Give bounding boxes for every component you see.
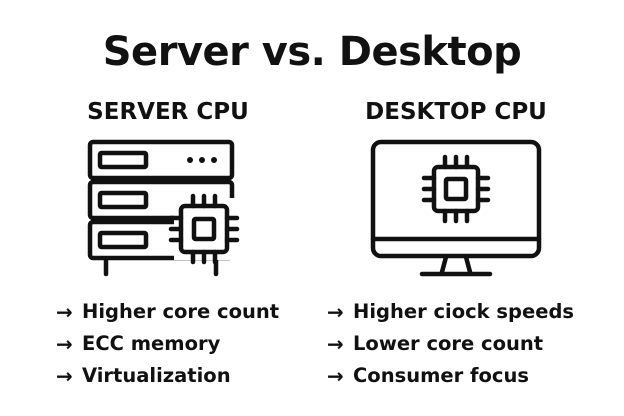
arrow-right-icon: →	[327, 300, 344, 324]
server-feature-label: Virtualization	[82, 364, 231, 387]
desktop-feature-label: Consumer focus	[353, 364, 529, 387]
server-feature-label: ECC memory	[82, 332, 221, 355]
arrow-right-icon: →	[327, 332, 344, 356]
list-item: → Consumer focus	[327, 360, 574, 392]
server-rack-icon	[87, 139, 240, 277]
server-cpu-heading: SERVER CPU	[87, 99, 249, 125]
desktop-features-list: → Higher ciock speeds → Lower core count…	[327, 296, 574, 392]
desktop-feature-label: Lower core count	[353, 332, 544, 355]
cpu-chip-icon	[168, 193, 240, 265]
status-dots-icon	[187, 157, 217, 163]
list-item: → Virtualization	[56, 360, 279, 392]
desktop-cpu-heading: DESKTOP CPU	[365, 99, 547, 125]
desktop-feature-label: Higher ciock speeds	[353, 300, 575, 323]
server-feature-label: Higher core count	[82, 300, 280, 323]
arrow-right-icon: →	[56, 332, 73, 356]
list-item: → Lower core count	[327, 328, 574, 360]
arrow-right-icon: →	[56, 300, 73, 324]
cpu-chip-icon	[421, 154, 491, 224]
list-item: → Higher ciock speeds	[327, 296, 574, 328]
arrow-right-icon: →	[327, 364, 344, 388]
list-item: → Higher core count	[56, 296, 279, 328]
server-unit-top	[87, 139, 235, 181]
arrow-right-icon: →	[56, 364, 73, 388]
server-features-list: → Higher core count → ECC memory → Virtu…	[56, 296, 279, 392]
desktop-monitor-icon	[370, 139, 542, 277]
list-item: → ECC memory	[56, 328, 279, 360]
page-title: Server vs. Desktop	[102, 29, 522, 75]
